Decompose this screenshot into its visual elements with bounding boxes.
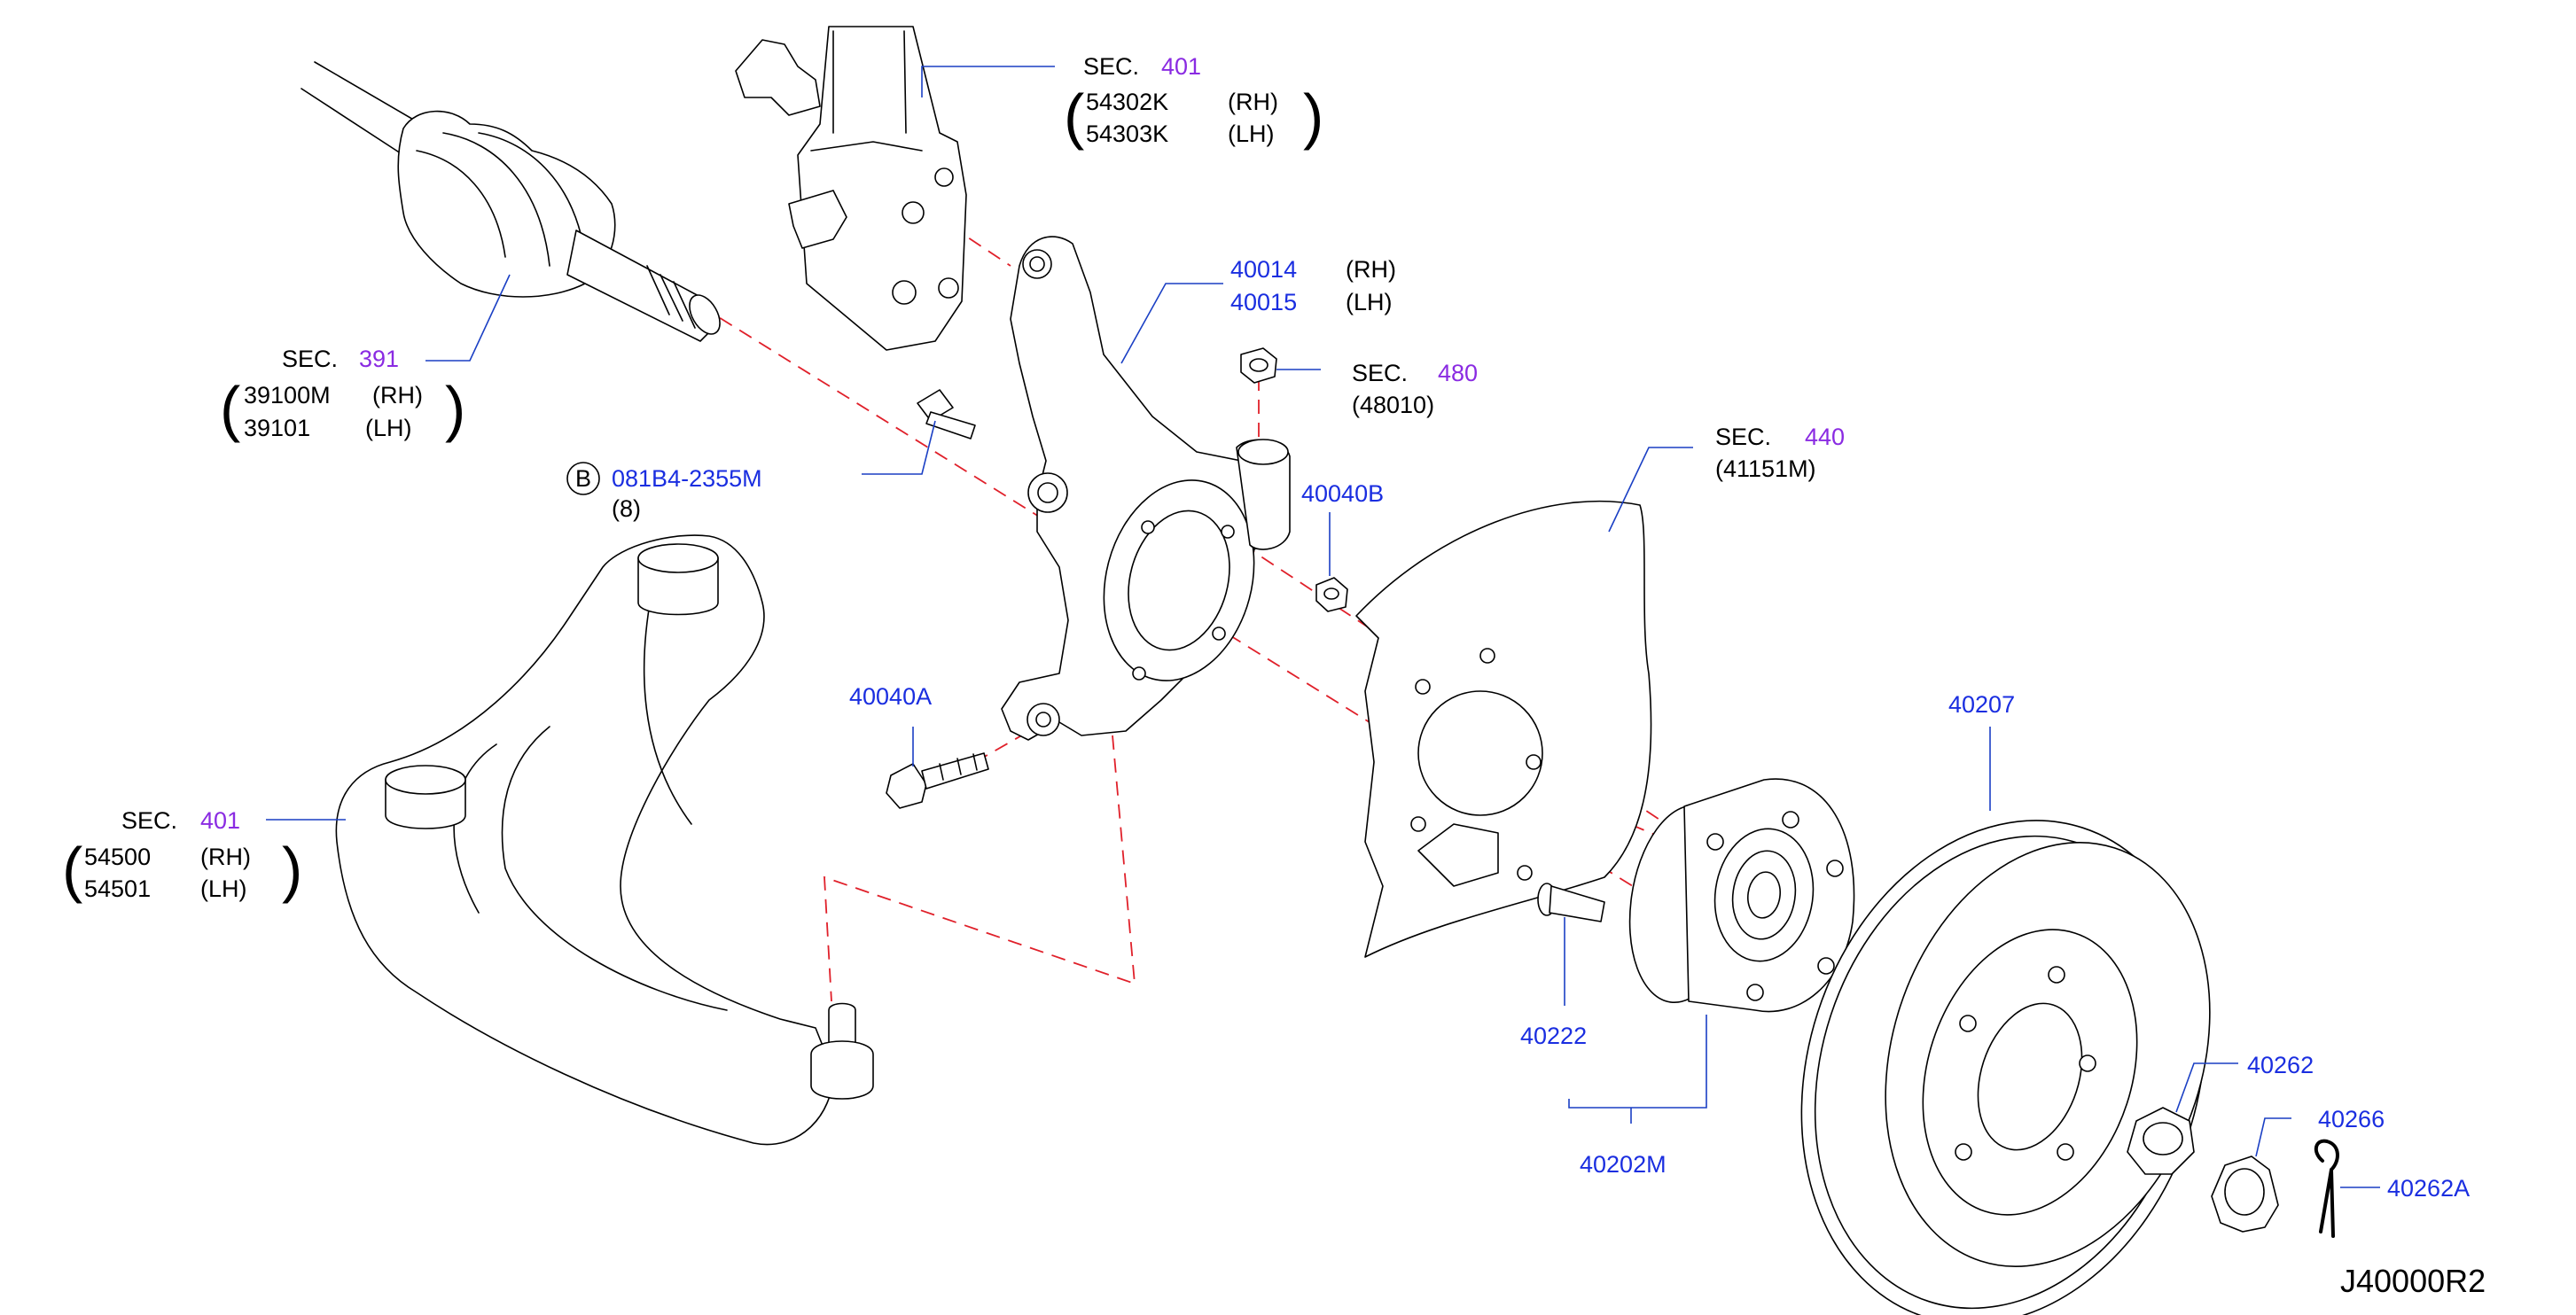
hub-bolt[interactable]: [1537, 883, 1605, 922]
part-number: 40014: [1230, 256, 1297, 283]
bracket-right: ): [1303, 82, 1323, 151]
part-number: 40262A: [2387, 1175, 2470, 1202]
bracket-right: ): [445, 374, 465, 443]
part-number: 54303K: [1086, 121, 1168, 147]
part-number: 40040B: [1301, 480, 1384, 507]
part-number: 54500: [84, 844, 151, 870]
cotter-pin[interactable]: [2314, 1139, 2339, 1238]
side-label: (LH): [1228, 121, 1275, 147]
part-number: 39100M: [244, 382, 331, 409]
splash-guard[interactable]: [1355, 500, 1652, 958]
sec-text: SEC.: [1083, 53, 1139, 80]
label-hub-nut: 40262: [2247, 1052, 2314, 1078]
side-label: (RH): [1346, 256, 1396, 283]
label-strut-sec: SEC. 401 ( 54302K (RH) 54303K (LH) ): [1064, 53, 1323, 151]
side-label: (RH): [1228, 89, 1278, 115]
label-lower-arm: SEC. 401 ( 54500 (RH) 54501 (LH) ): [62, 807, 302, 904]
side-label: (LH): [200, 875, 247, 902]
label-cap: 40266: [2318, 1106, 2385, 1132]
part-number: 54302K: [1086, 89, 1168, 115]
side-label: (RH): [372, 382, 423, 409]
part-number: 081B4-2355M: [612, 465, 762, 492]
part-number: 40015: [1230, 289, 1297, 315]
upper-bolt[interactable]: [917, 389, 976, 440]
label-hub: 40202M: [1580, 1151, 1667, 1178]
lower-control-arm[interactable]: [335, 534, 874, 1146]
part-number: 40202M: [1580, 1151, 1667, 1178]
sec-number: 391: [359, 346, 399, 372]
nut-40040b[interactable]: [1315, 577, 1348, 612]
quantity: (8): [612, 495, 641, 522]
sec-number: 480: [1438, 360, 1478, 386]
label-splash-guard: SEC. 440 (41151M): [1715, 424, 1845, 482]
part-number: 40222: [1520, 1023, 1587, 1049]
label-rotor: 40207: [1948, 691, 2015, 718]
hub-nut[interactable]: [2127, 1107, 2195, 1175]
sec-text: SEC.: [282, 346, 338, 372]
bracket-left: (: [62, 835, 82, 904]
sec-text: SEC.: [1352, 360, 1408, 386]
nut-retainer-cap[interactable]: [2211, 1155, 2279, 1233]
part-number: 39101: [244, 415, 310, 441]
bracket-left: (: [1064, 82, 1084, 151]
bracket-left: (: [220, 374, 240, 443]
label-bolt-b: B 081B4-2355M (8): [566, 462, 762, 522]
sec-number: 401: [1161, 53, 1201, 80]
bolt-40040a[interactable]: [886, 752, 989, 809]
label-nut-40040b: 40040B: [1301, 480, 1384, 507]
sec-number: 401: [200, 807, 240, 834]
label-nut-480: SEC. 480 (48010): [1352, 360, 1478, 418]
side-label: (LH): [1346, 289, 1393, 315]
label-driveshaft: SEC. 391 ( 39100M (RH) 39101 (LH) ): [220, 346, 465, 443]
diagram-code: J40000R2: [2340, 1263, 2486, 1299]
b-circle-icon: [566, 462, 600, 495]
part-number: 40207: [1948, 691, 2015, 718]
wheel-hub[interactable]: [1618, 778, 1855, 1013]
drive-shaft[interactable]: [301, 61, 726, 342]
nut-480[interactable]: [1240, 347, 1277, 384]
part-number: (41151M): [1715, 455, 1816, 482]
part-number: 54501: [84, 875, 151, 902]
label-bolt-40040a: 40040A: [849, 683, 932, 710]
part-number: 40266: [2318, 1106, 2385, 1132]
strut-assembly[interactable]: [735, 26, 967, 351]
label-hub-bolt: 40222: [1520, 1023, 1587, 1049]
sec-text: SEC.: [121, 807, 177, 834]
leader-lines: [266, 66, 2380, 1188]
part-number: (48010): [1352, 392, 1434, 418]
label-pin: 40262A: [2387, 1175, 2470, 1202]
brake-rotor[interactable]: [1738, 767, 2268, 1315]
side-label: (LH): [365, 415, 412, 441]
circle-letter: B: [575, 465, 591, 492]
side-label: (RH): [200, 844, 251, 870]
sec-text: SEC.: [1715, 424, 1771, 450]
label-knuckle: 40014 (RH) 40015 (LH): [1230, 256, 1396, 315]
sec-number: 440: [1805, 424, 1845, 450]
steering-knuckle[interactable]: [1001, 236, 1291, 741]
bracket-right: ): [282, 835, 302, 904]
part-number: 40262: [2247, 1052, 2314, 1078]
part-number: 40040A: [849, 683, 932, 710]
